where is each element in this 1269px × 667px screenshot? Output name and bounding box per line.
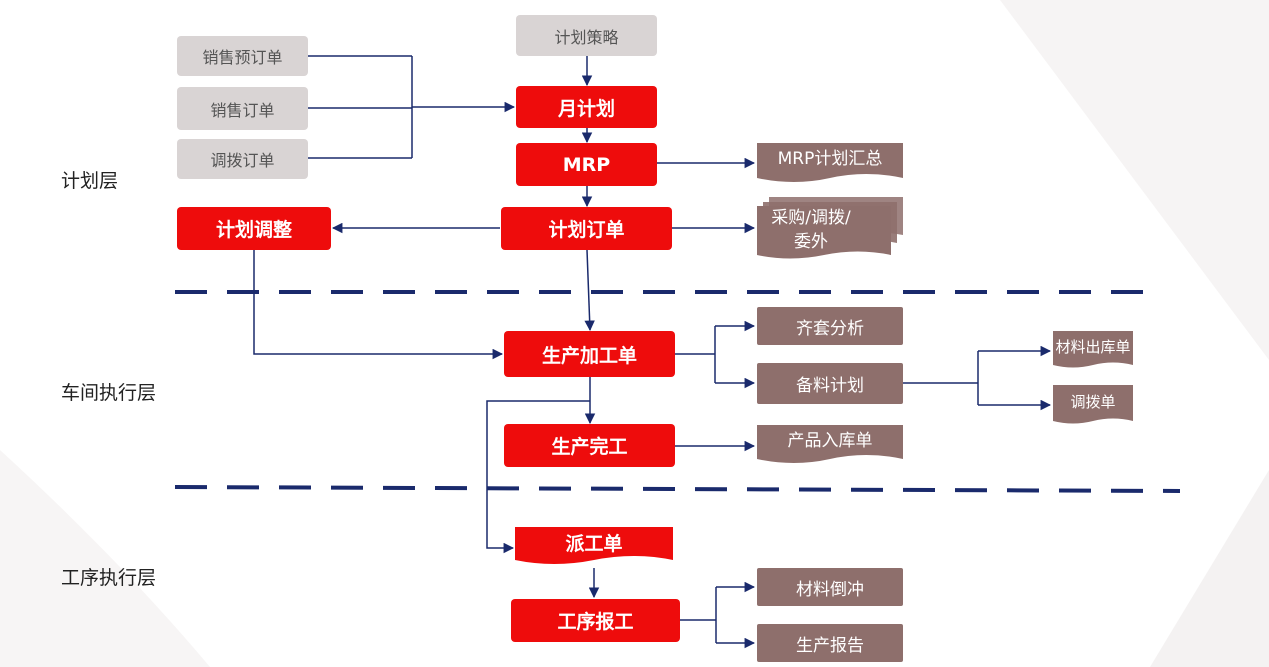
doc-purchase-line1: 采购/调拨/: [771, 208, 851, 228]
node-production-complete: 生产完工: [504, 424, 675, 467]
node-kit-analysis: 齐套分析: [757, 307, 903, 345]
node-monthly-plan: 月计划: [516, 86, 657, 128]
layer-label-plan: 计划层: [61, 170, 119, 192]
node-planned-order: 计划订单: [501, 207, 672, 250]
node-sales-forecast: 销售预订单: [177, 36, 308, 76]
doc-product-receipt-label: 产品入库单: [787, 431, 873, 451]
doc-mrp-summary-shape: [757, 143, 903, 182]
doc-receipt-shape: [757, 425, 903, 463]
node-process-report: 工序报工: [511, 599, 680, 642]
layer-label-process: 工序执行层: [61, 567, 157, 589]
doc-purchase-line2: 委外: [794, 232, 828, 252]
node-transfer-order: 调拨订单: [177, 139, 308, 179]
doc-purchase: 采购/调拨/ 委外: [757, 206, 865, 254]
node-backflush: 材料倒冲: [757, 568, 903, 606]
node-plan-adjust: 计划调整: [177, 207, 331, 250]
doc-mrp-summary: MRP计划汇总: [757, 143, 903, 175]
node-mrp: MRP: [516, 143, 657, 186]
dispatch-shape: [515, 527, 673, 564]
doc-transfer: 调拨单: [1053, 385, 1133, 419]
node-production-order: 生产加工单: [504, 331, 675, 377]
doc-transfer-label: 调拨单: [1070, 393, 1116, 411]
dispatch-label: 派工单: [565, 532, 623, 555]
doc-purchase-shape: [757, 206, 891, 259]
node-production-report: 生产报告: [757, 624, 903, 662]
node-dispatch-order: 派工单: [515, 527, 673, 560]
doc-product-receipt: 产品入库单: [757, 425, 903, 457]
doc-material-issue: 材料出库单: [1053, 331, 1133, 363]
doc-issue-shape: [1053, 331, 1133, 368]
doc-material-issue-label: 材料出库单: [1055, 338, 1131, 356]
layer-label-workshop: 车间执行层: [61, 382, 157, 404]
node-plan-strategy: 计划策略: [516, 15, 657, 56]
node-material-plan: 备料计划: [757, 363, 903, 404]
doc-mrp-summary-label: MRP计划汇总: [777, 149, 883, 169]
doc-transfer-shape: [1053, 385, 1133, 424]
divider-2: [174, 485, 1181, 493]
node-sales-order: 销售订单: [177, 87, 308, 130]
